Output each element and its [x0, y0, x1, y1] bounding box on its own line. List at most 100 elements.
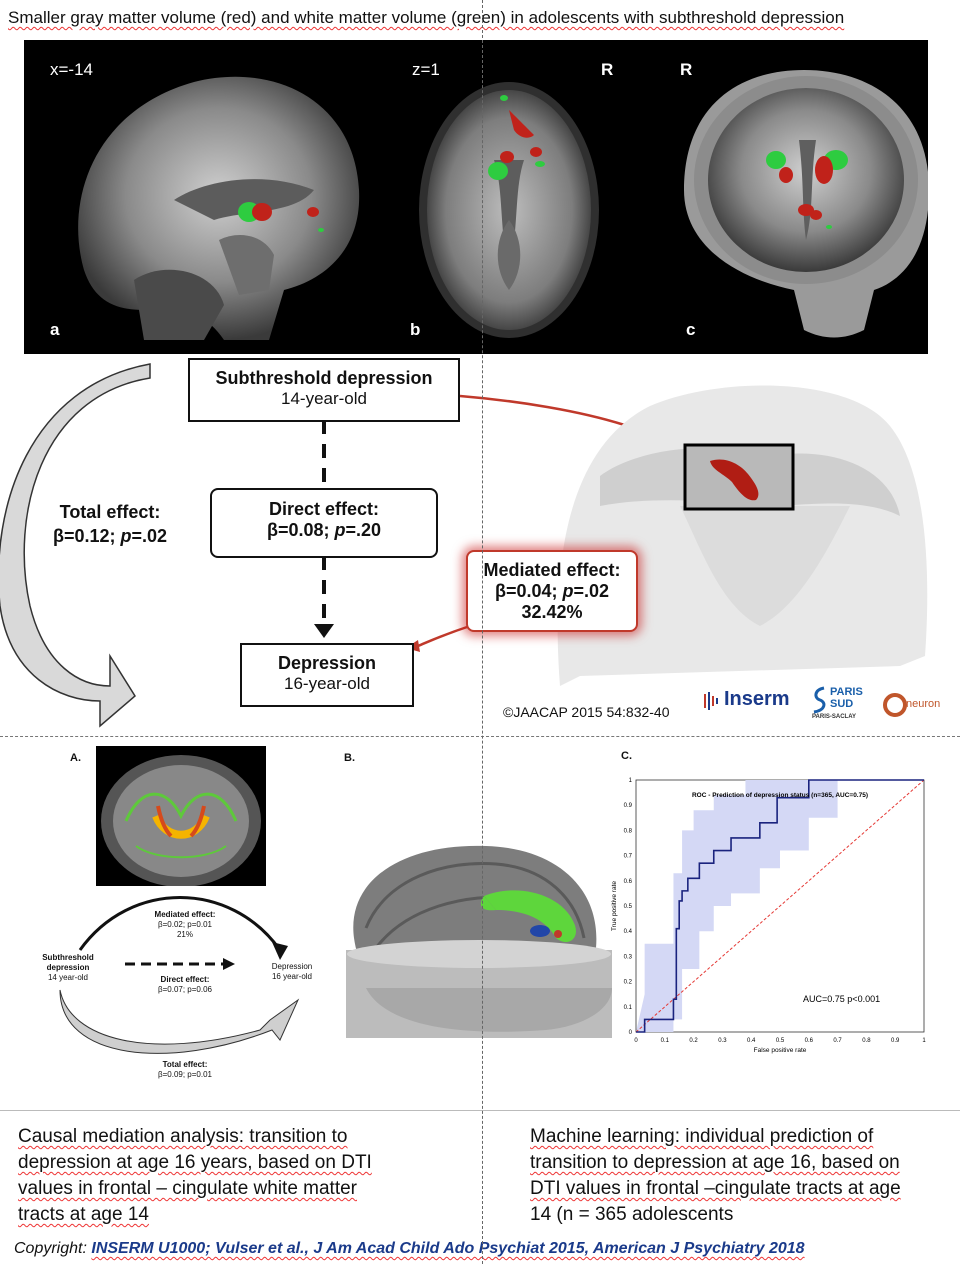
- a-mediated-pct: 21%: [176, 930, 193, 939]
- a-source-line3: 14 year-old: [47, 973, 89, 982]
- x-tick-label: 0.5: [776, 1038, 785, 1044]
- panel-c-label: C.: [621, 750, 632, 762]
- a-mediated-value: β=0.02; p=0.01: [158, 920, 212, 929]
- y-tick-label: 0.7: [624, 854, 633, 860]
- a-mediated-effect: Mediated effect: β=0.02; p=0.01 21%: [130, 910, 240, 940]
- source-subtitle: 14-year-old: [281, 389, 367, 408]
- mediated-effect-title: Mediated effect:: [483, 560, 621, 580]
- a-total-value: β=0.09; p=0.01: [158, 1070, 212, 1079]
- a-direct-value: β=0.07; p=0.06: [158, 985, 212, 994]
- direct-arrow-head: [223, 958, 235, 970]
- caption-left-line2: depression at age 16 years, based on DTI: [18, 1152, 372, 1173]
- x-tick-label: 0.8: [862, 1038, 871, 1044]
- x-tick-label: 0.6: [805, 1038, 814, 1044]
- y-tick-label: 0.8: [624, 828, 633, 834]
- a-source-node: Subthreshold depression 14 year-old: [26, 953, 110, 983]
- brain-mri-illustration: [78, 70, 928, 340]
- red-cluster: [815, 156, 833, 184]
- green-cluster: [318, 228, 324, 232]
- y-tick-label: 0.4: [624, 929, 633, 935]
- mediated-effect-value: β=0.04;: [494, 581, 563, 601]
- footer-prefix: Copyright:: [14, 1240, 92, 1257]
- green-cluster: [766, 151, 786, 169]
- main-title: Smaller gray matter volume (red) and whi…: [8, 8, 845, 27]
- panel-label-c: c: [686, 320, 696, 339]
- total-effect-pvalue: =.02: [131, 526, 168, 546]
- red-cluster: [252, 203, 272, 221]
- red-cluster: [500, 151, 514, 163]
- inserm-wordmark: Inserm: [724, 688, 790, 710]
- total-effect-value: β=0.12;: [52, 526, 121, 546]
- paris-sud-text-1: PARIS: [830, 686, 863, 698]
- y-tick-label: 0.5: [624, 904, 633, 910]
- source-node: Subthreshold depression 14-year-old: [188, 358, 460, 422]
- brain-image-panel: x=-14 z=1 R R a b c: [24, 40, 928, 354]
- x-tick-label: 0.4: [747, 1038, 756, 1044]
- direct-effect-node: Direct effect: β=0.08; p=.20: [210, 488, 438, 558]
- caption-left-line4: tracts at age 14: [18, 1204, 149, 1225]
- a-direct-effect: Direct effect: β=0.07; p=0.06: [130, 975, 240, 995]
- direct-effect-pvalue: =.20: [345, 520, 382, 540]
- x-tick-label: 0: [634, 1038, 638, 1044]
- coord-label-b: z=1: [412, 60, 440, 79]
- direct-effect-p: p: [334, 520, 346, 540]
- red-cluster: [798, 204, 814, 216]
- a-total-title: Total effect:: [162, 1060, 208, 1069]
- total-effect-label: Total effect: β=0.12; p=.02: [40, 500, 180, 548]
- a-target-node: Depression 16 year-old: [252, 962, 332, 982]
- caption-right: Machine learning: individual prediction …: [530, 1124, 960, 1228]
- coord-label-a: x=-14: [50, 60, 93, 79]
- caption-right-line1: Machine learning: individual prediction …: [530, 1126, 874, 1147]
- red-cluster: [509, 110, 534, 138]
- confidence-band: [636, 780, 924, 1032]
- red-cluster: [710, 459, 759, 501]
- footer-text: INSERM U1000; Vulser et al., J Am Acad C…: [91, 1240, 805, 1257]
- green-cluster: [500, 95, 508, 101]
- x-tick-label: 0.2: [689, 1038, 698, 1044]
- mediated-arc: [78, 896, 282, 951]
- arrow-head-down: [314, 624, 334, 638]
- x-axis-label: False positive rate: [754, 1047, 807, 1054]
- green-cluster: [488, 162, 508, 180]
- direct-effect-value: β=0.08;: [266, 520, 335, 540]
- coronal-slice: [684, 70, 928, 338]
- red-cluster: [530, 147, 542, 157]
- target-node: Depression 16-year-old: [240, 643, 414, 707]
- y-tick-label: 0.2: [624, 980, 633, 986]
- caption-left-line1: Causal mediation analysis: transition to: [18, 1126, 348, 1147]
- total-effect-title: Total effect:: [59, 502, 161, 522]
- roc-curve: [636, 779, 924, 1033]
- a-source-line1: Subthreshold: [42, 953, 94, 962]
- axial-slice: [419, 82, 599, 338]
- green-cluster: [826, 225, 832, 229]
- mediated-effect-pvalue: =.02: [573, 581, 610, 601]
- roc-chart-svg: 000.10.10.20.20.30.30.40.40.50.50.60.60.…: [611, 778, 926, 1054]
- source-title: Subthreshold depression: [215, 368, 433, 388]
- jaacap-copyright: ©JAACAP 2015 54:832-40: [503, 704, 670, 720]
- caption-separator: [0, 1110, 960, 1111]
- x-tick-label: 0.9: [891, 1038, 900, 1044]
- caption-right-line4: 14 (n = 365 adolescents: [530, 1204, 734, 1225]
- a-source-line2: depression: [46, 963, 90, 972]
- footer-copyright: Copyright: INSERM U1000; Vulser et al., …: [14, 1240, 805, 1258]
- mediated-effect-pct: 32.42%: [521, 602, 583, 622]
- direct-effect-title: Direct effect:: [268, 499, 380, 519]
- auc-annotation: AUC=0.75 p<0.001: [803, 994, 880, 1004]
- caption-left-line3: values in frontal – cingulate white matt…: [18, 1178, 358, 1199]
- a-target-line2: 16 year-old: [271, 972, 313, 981]
- x-tick-label: 0.1: [661, 1038, 670, 1044]
- y-tick-label: 0.3: [624, 954, 633, 960]
- paris-sud-text-2: SUD: [830, 698, 854, 710]
- total-effect-arrow-bottom: [59, 989, 300, 1054]
- right-marker-b: R: [601, 60, 614, 79]
- panel-label-b: b: [410, 320, 421, 339]
- panel-a-label: A.: [70, 752, 81, 764]
- paris-saclay-text: PARIS-SACLAY: [812, 714, 857, 720]
- chance-line: [635, 779, 925, 1033]
- section-divider: [0, 736, 960, 737]
- sagittal-slice: [78, 76, 360, 340]
- target-subtitle: 16-year-old: [284, 674, 370, 693]
- neuron-mark-icon: [883, 693, 907, 717]
- right-marker-c: R: [680, 60, 693, 79]
- green-cluster: [535, 161, 545, 167]
